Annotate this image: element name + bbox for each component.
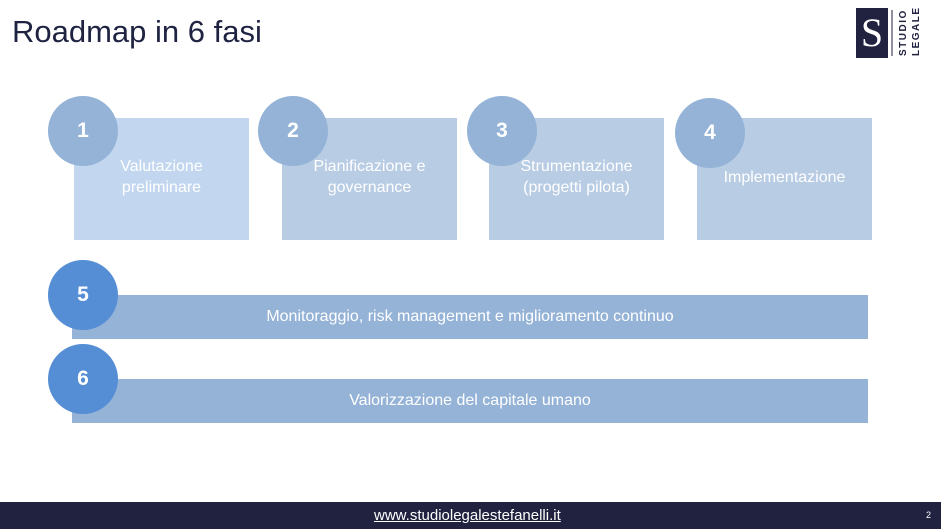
- website-link[interactable]: www.studiolegalestefanelli.it: [374, 507, 561, 524]
- phase-6-bar: Valorizzazione del capitale umano: [72, 379, 868, 423]
- page-number: 2: [925, 510, 931, 520]
- phase-5-bar: Monitoraggio, risk management e migliora…: [72, 295, 868, 339]
- svg-text:STUDIO: STUDIO: [898, 9, 909, 56]
- phase-1-number: 1: [48, 96, 118, 166]
- svg-text:S: S: [861, 10, 883, 55]
- footer: www.studiolegalestefanelli.it 2: [0, 502, 941, 529]
- phase-1-label: Valutazione preliminare: [120, 158, 203, 196]
- studio-legale-logo: S STUDIO LEGALE: [856, 8, 922, 58]
- phase-3-number: 3: [467, 96, 537, 166]
- phase-2-box: Pianificazione e governance: [282, 118, 457, 240]
- slide-title: Roadmap in 6 fasi: [12, 14, 262, 49]
- phase-5-label: Monitoraggio, risk management e migliora…: [266, 308, 674, 325]
- phase-3-label: Strumentazione (progetti pilota): [520, 158, 633, 196]
- svg-text:LEGALE: LEGALE: [911, 8, 922, 56]
- phase-2-label: Pianificazione e governance: [313, 158, 426, 196]
- phase-4-label: Implementazione: [723, 168, 846, 186]
- phase-5-number: 5: [48, 260, 118, 330]
- phase-6-label: Valorizzazione del capitale umano: [349, 392, 591, 409]
- phase-6-number: 6: [48, 344, 118, 414]
- phase-2-number: 2: [258, 96, 328, 166]
- phase-4-number: 4: [675, 98, 745, 168]
